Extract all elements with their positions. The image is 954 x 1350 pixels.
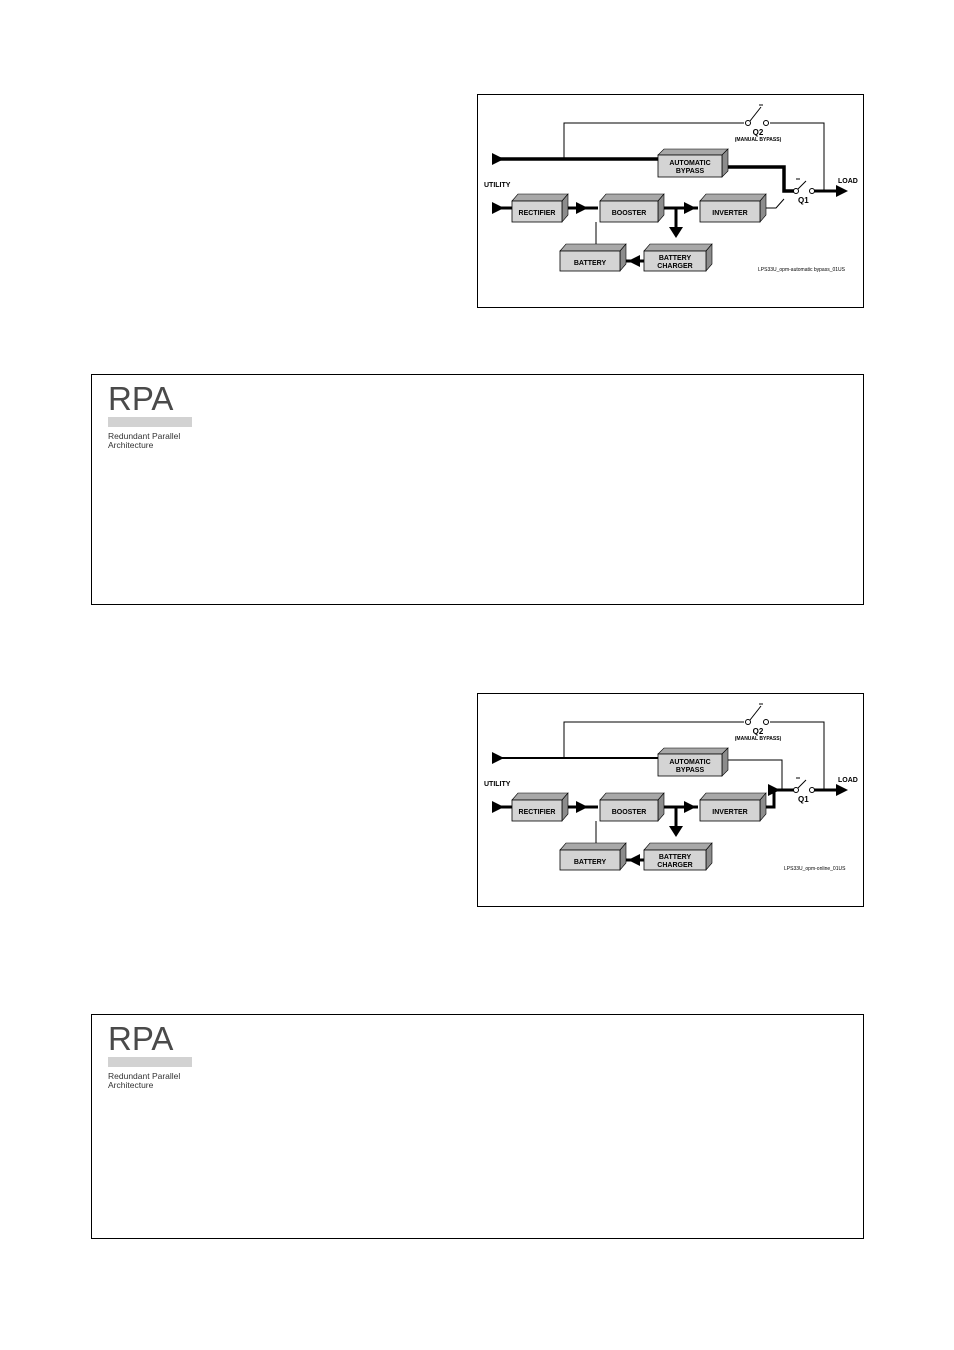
booster-label: BOOSTER bbox=[612, 809, 647, 816]
q1-contact-right bbox=[809, 188, 815, 194]
rectifier-label: RECTIFIER bbox=[519, 809, 556, 816]
battery-charger-label-2: CHARGER bbox=[657, 862, 692, 869]
figure-caption: LPS33U_opm-automatic bypass_01US bbox=[758, 267, 846, 273]
q2-contact-left bbox=[745, 719, 751, 725]
booster-label: BOOSTER bbox=[612, 210, 647, 217]
q2-contact-right bbox=[763, 719, 769, 725]
manual-bypass-line bbox=[563, 122, 744, 159]
q1-contact-left bbox=[793, 188, 799, 194]
rpa-subtitle: Redundant Parallel Architecture bbox=[108, 432, 194, 450]
inverter-label: INVERTER bbox=[712, 210, 747, 217]
battery-block bbox=[559, 849, 621, 871]
battery-label: BATTERY bbox=[574, 260, 607, 267]
bypass-input-arrow bbox=[492, 752, 504, 764]
rpa-logo: RPA Redundant Parallel Architecture bbox=[108, 1020, 194, 1090]
utility-arrow bbox=[492, 202, 504, 214]
automatic-label: AUTOMATIC bbox=[669, 160, 710, 167]
manual-bypass-line-return bbox=[770, 122, 825, 191]
inverter-output-line bbox=[766, 788, 794, 809]
inverter-output-line bbox=[766, 198, 785, 209]
bypass-output-line bbox=[728, 165, 794, 193]
q1-label: Q1 bbox=[798, 795, 809, 804]
load-arrow bbox=[836, 185, 848, 197]
rpa-info-box: RPA Redundant Parallel Architecture bbox=[91, 1014, 864, 1239]
rpa-subtitle-line-2: Architecture bbox=[108, 440, 154, 450]
diagram-online: Q2 (MANUAL BYPASS) AUTOMATIC BYPASS UTIL… bbox=[477, 693, 864, 907]
booster-block bbox=[599, 799, 659, 822]
booster-inverter-arrow bbox=[684, 801, 696, 813]
load-label: LOAD bbox=[838, 178, 858, 185]
figure-caption: LPS33U_opm-online_01US bbox=[784, 866, 846, 872]
rectifier-booster-arrow bbox=[576, 801, 588, 813]
load-arrow bbox=[836, 784, 848, 796]
charger-down-arrow bbox=[669, 227, 683, 238]
rpa-logo-bar bbox=[108, 1057, 192, 1067]
q2-contact-left bbox=[745, 120, 751, 126]
battery-label: BATTERY bbox=[574, 859, 607, 866]
rpa-logo-text: RPA bbox=[108, 380, 174, 417]
rpa-subtitle-line-1: Redundant Parallel bbox=[108, 1071, 181, 1081]
utility-label: UTILITY bbox=[484, 182, 511, 189]
q2-contact-right bbox=[763, 120, 769, 126]
diagram-automatic-bypass: Q2 (MANUAL BYPASS) AUTOMATIC BYPASS UTIL… bbox=[477, 94, 864, 308]
inverter-output-arrow bbox=[768, 784, 780, 796]
rectifier-block bbox=[511, 799, 563, 822]
q1-label: Q1 bbox=[798, 196, 809, 205]
rpa-info-box: RPA Redundant Parallel Architecture bbox=[91, 374, 864, 605]
rpa-logo: RPA Redundant Parallel Architecture bbox=[108, 380, 194, 450]
rectifier-label: RECTIFIER bbox=[519, 210, 556, 217]
battery-charger-label-1: BATTERY bbox=[659, 255, 692, 262]
ups-block-diagram: Q2 (MANUAL BYPASS) AUTOMATIC BYPASS UTIL… bbox=[484, 703, 858, 872]
manual-bypass-line bbox=[563, 721, 744, 758]
inverter-label: INVERTER bbox=[712, 809, 747, 816]
rpa-logo-text: RPA bbox=[108, 1020, 174, 1057]
bypass-input-arrow bbox=[492, 153, 504, 165]
q2-label: Q2 bbox=[753, 727, 764, 736]
booster-block bbox=[599, 200, 659, 223]
charger-down-arrow bbox=[669, 826, 683, 837]
rpa-subtitle-line-1: Redundant Parallel bbox=[108, 431, 181, 441]
q2-switch-blade bbox=[749, 106, 762, 122]
inverter-block bbox=[699, 200, 761, 223]
q1-contact-left bbox=[793, 787, 799, 793]
automatic-bypass-block bbox=[657, 154, 723, 178]
charger-battery-arrow bbox=[628, 255, 640, 267]
battery-charger-label-1: BATTERY bbox=[659, 854, 692, 861]
q1-contact-right bbox=[809, 787, 815, 793]
automatic-bypass-block bbox=[657, 753, 723, 777]
automatic-label: AUTOMATIC bbox=[669, 759, 710, 766]
bypass-output-line bbox=[728, 759, 783, 790]
charger-battery-arrow bbox=[628, 854, 640, 866]
bypass-label: BYPASS bbox=[676, 168, 705, 175]
rectifier-booster-arrow bbox=[576, 202, 588, 214]
load-label: LOAD bbox=[838, 777, 858, 784]
utility-label: UTILITY bbox=[484, 781, 511, 788]
battery-charger-label-2: CHARGER bbox=[657, 263, 692, 270]
rpa-subtitle-line-2: Architecture bbox=[108, 1080, 154, 1090]
battery-block bbox=[559, 250, 621, 272]
booster-inverter-arrow bbox=[684, 202, 696, 214]
manual-bypass-label: (MANUAL BYPASS) bbox=[735, 736, 782, 742]
inverter-block bbox=[699, 799, 761, 822]
q2-label: Q2 bbox=[753, 128, 764, 137]
utility-arrow bbox=[492, 801, 504, 813]
ups-block-diagram: Q2 (MANUAL BYPASS) AUTOMATIC BYPASS UTIL… bbox=[484, 104, 858, 273]
manual-bypass-line-return bbox=[770, 721, 825, 790]
rectifier-block bbox=[511, 200, 563, 223]
q2-switch-blade bbox=[749, 705, 762, 721]
manual-bypass-label: (MANUAL BYPASS) bbox=[735, 137, 782, 143]
rpa-subtitle: Redundant Parallel Architecture bbox=[108, 1072, 194, 1090]
rpa-logo-bar bbox=[108, 417, 192, 427]
bypass-label: BYPASS bbox=[676, 767, 705, 774]
